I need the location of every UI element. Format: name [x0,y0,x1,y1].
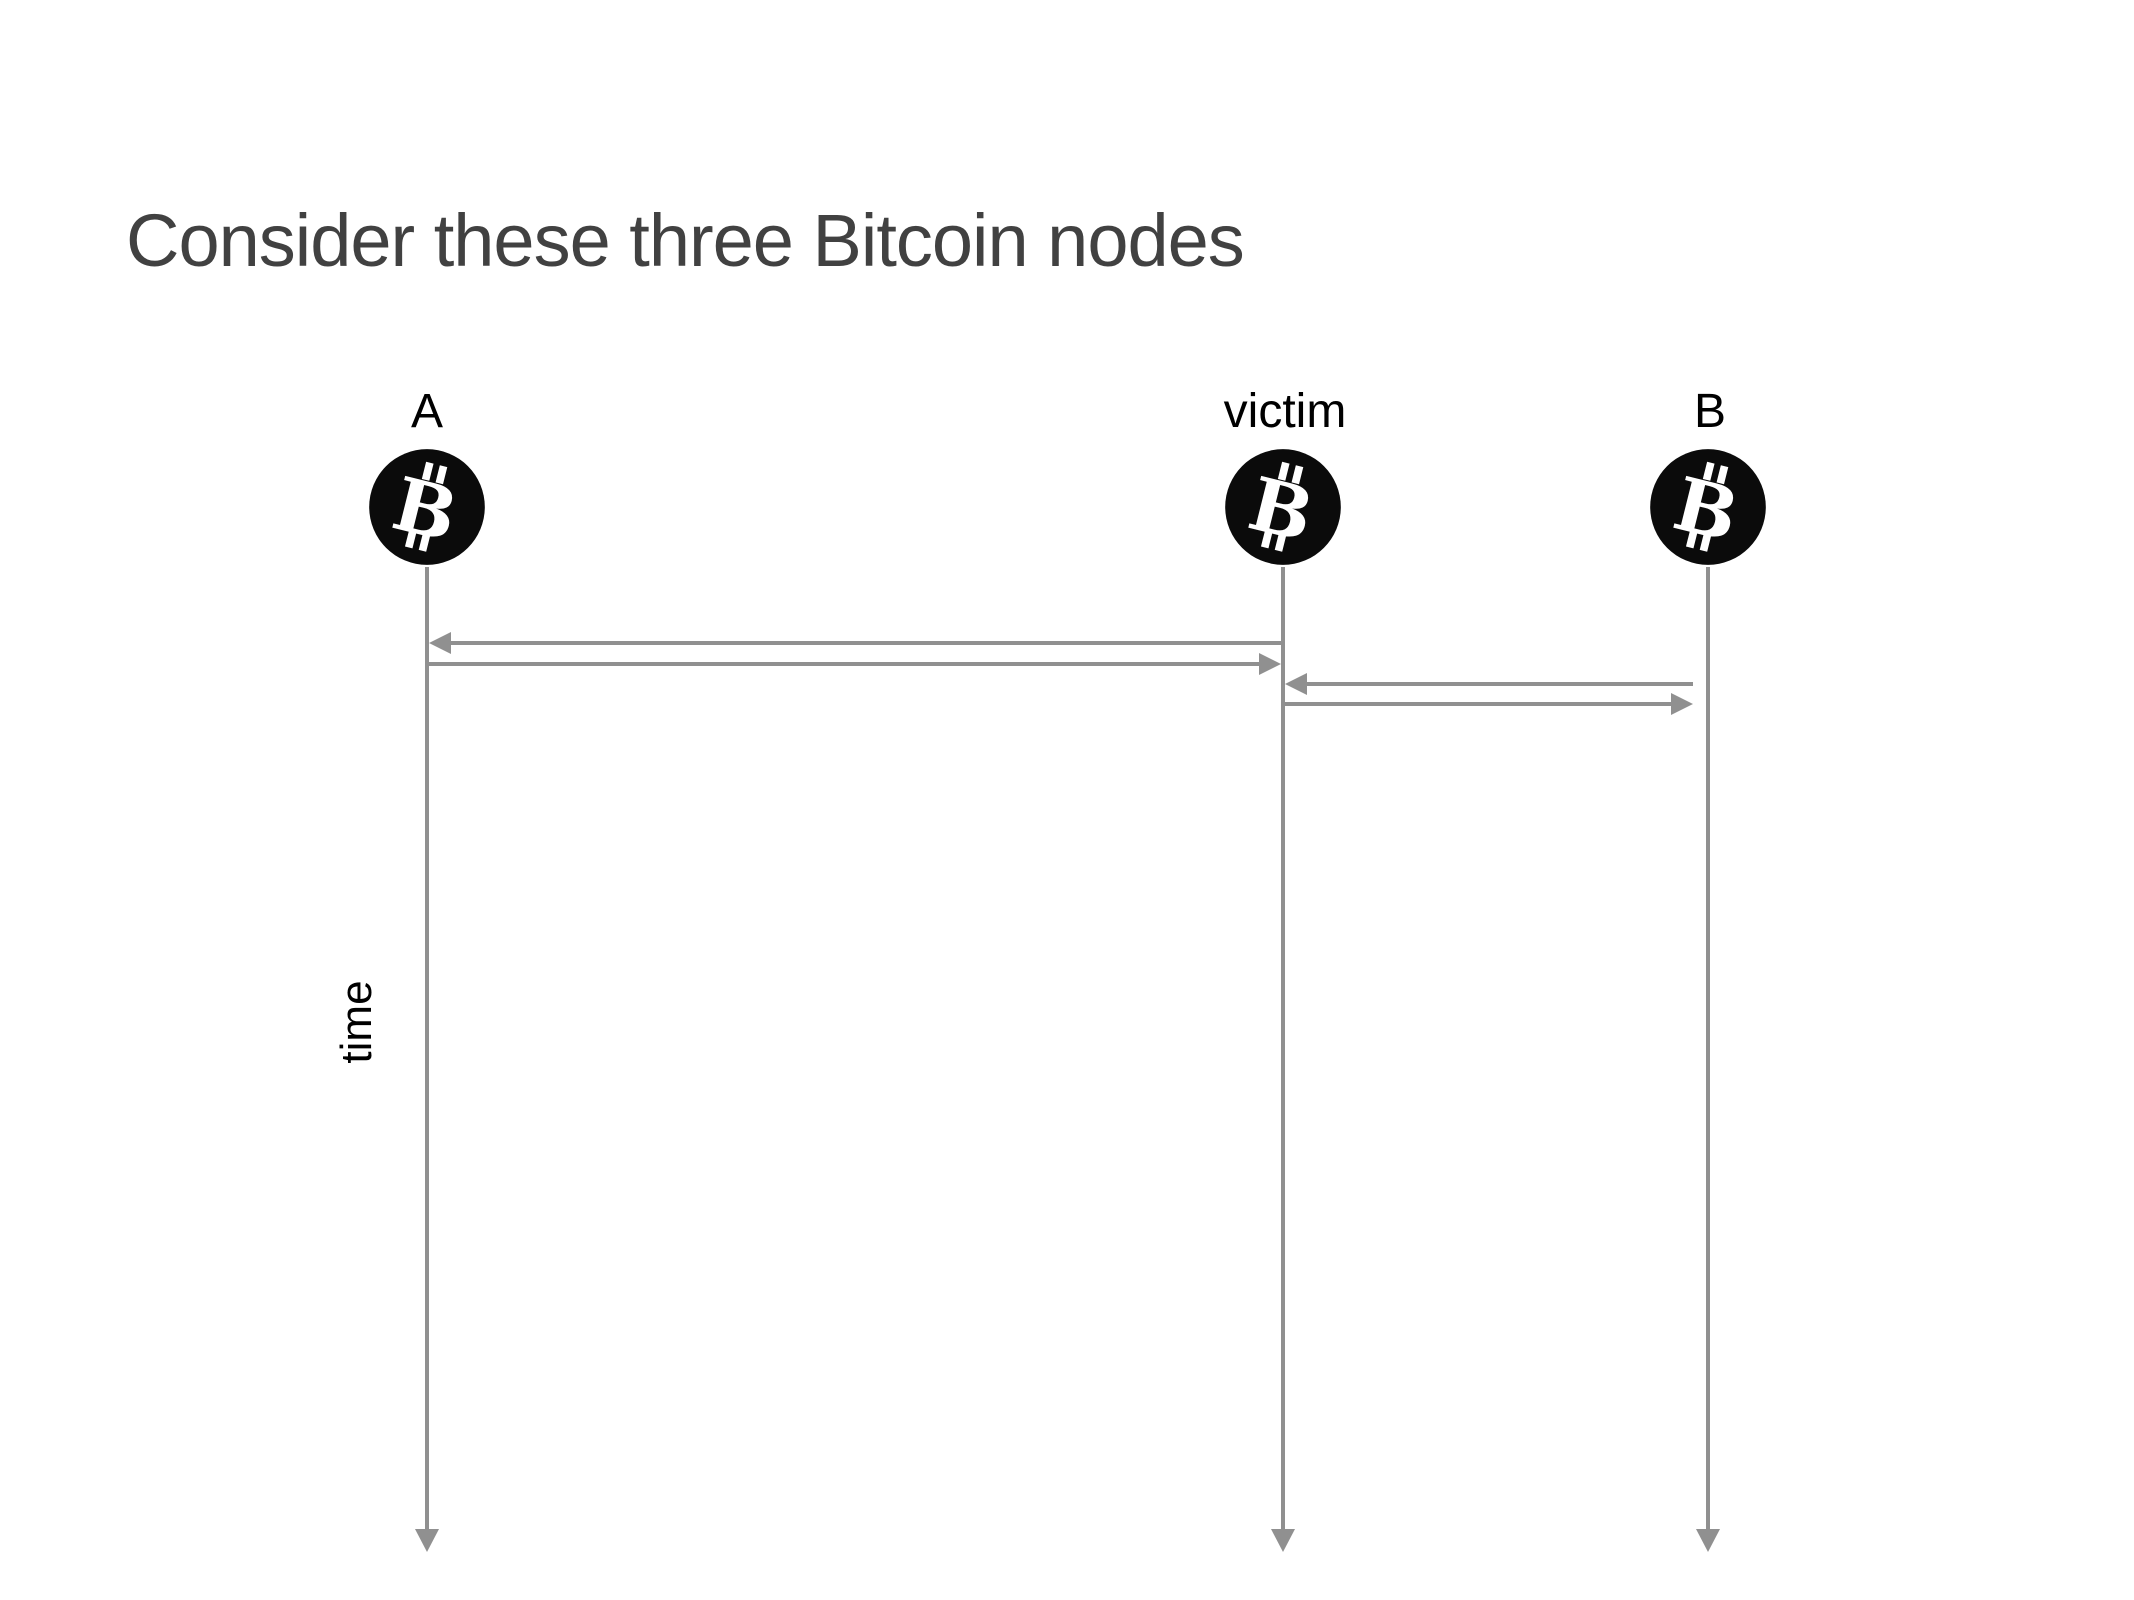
bitcoin-icon: B [1649,448,1767,566]
arrowhead-right-icon [1671,693,1693,715]
node-a-label: A [410,385,444,438]
lifeline-b-arrowhead-icon [1696,1529,1720,1552]
lifeline-victim [1281,567,1285,1530]
lifeline-b [1706,567,1710,1530]
node-victim-label: victim [1223,385,1347,438]
lifeline-a [425,567,429,1530]
node-b-label: B [1693,385,1727,438]
time-axis-label: time [332,980,381,1064]
arrowhead-left-icon [1285,673,1307,695]
arrowhead-right-icon [1259,653,1281,675]
lifeline-a-arrowhead-icon [415,1529,439,1552]
bitcoin-icon: B [1224,448,1342,566]
arrowhead-left-icon [429,632,451,654]
bitcoin-icon: B [368,448,486,566]
lifeline-victim-arrowhead-icon [1271,1529,1295,1552]
slide-title: Consider these three Bitcoin nodes [126,199,1245,282]
